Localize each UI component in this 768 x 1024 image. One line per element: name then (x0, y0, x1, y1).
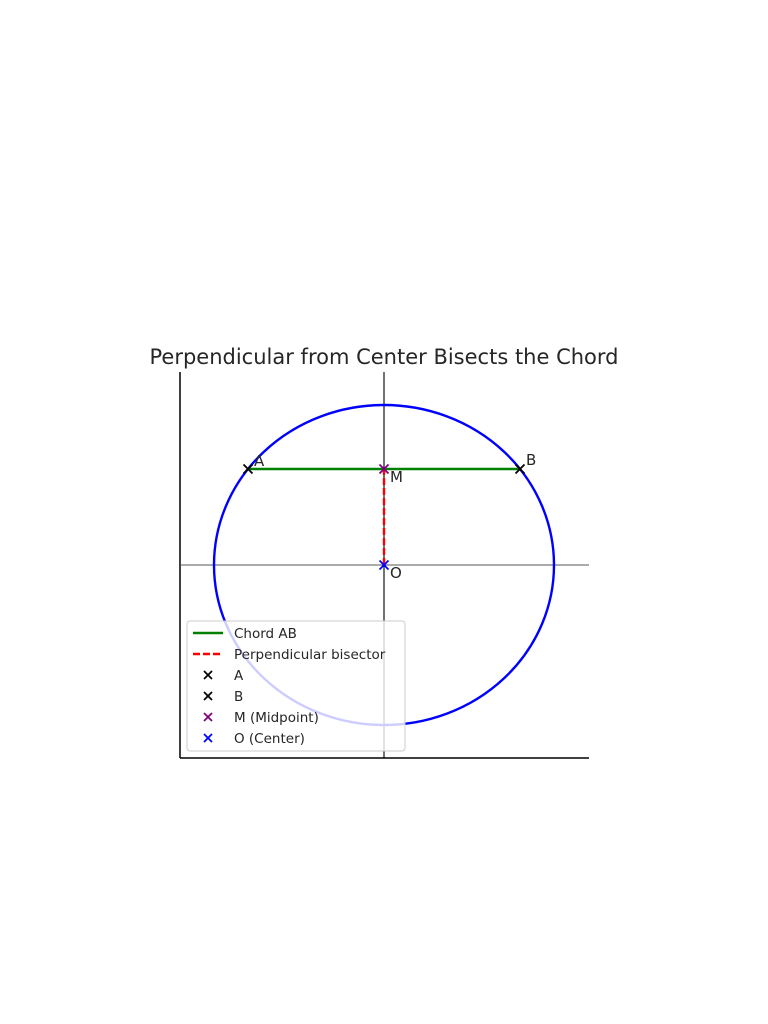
point-marker-a (242, 463, 254, 475)
point-marker-b (514, 463, 526, 475)
legend-box (186, 620, 406, 752)
legend-label-point-o: O (Center) (234, 731, 305, 747)
point-marker-m (378, 463, 390, 475)
point-marker-o (378, 559, 390, 571)
legend-label-bisector: Perpendicular bisector (234, 647, 386, 663)
legend-label-chord: Chord AB (234, 626, 297, 642)
legend-key-point-a (203, 670, 213, 680)
legend-label-point-m: M (Midpoint) (234, 710, 319, 726)
point-label-o: O (390, 564, 402, 582)
point-label-m: M (390, 468, 403, 486)
point-label-b: B (526, 451, 536, 469)
legend-key-point-m (203, 712, 213, 722)
legend-key-point-o (203, 733, 213, 743)
point-label-a: A (254, 452, 265, 470)
legend-label-point-b: B (234, 689, 243, 705)
chart-title: Perpendicular from Center Bisects the Ch… (149, 345, 618, 369)
legend-label-point-a: A (234, 668, 244, 684)
legend-key-point-b (203, 691, 213, 701)
